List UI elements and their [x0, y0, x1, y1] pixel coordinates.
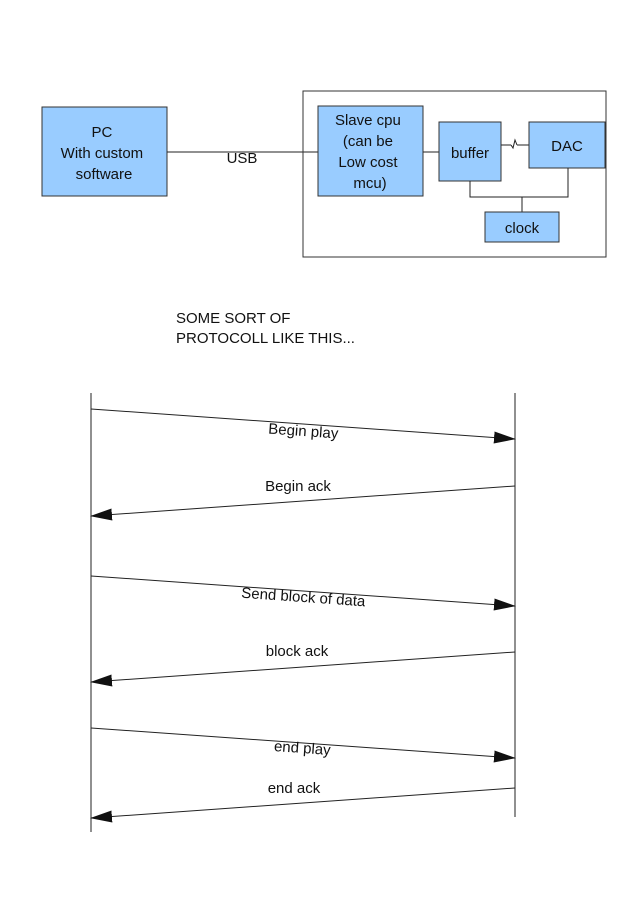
- message-arrow: [90, 485, 516, 521]
- device-enclosure: [302, 90, 607, 258]
- protocol-note-line: PROTOCOLL LIKE THIS...: [176, 330, 355, 347]
- message-label: end ack: [268, 780, 321, 797]
- message-label: Begin play: [268, 421, 340, 443]
- dac-box: [528, 121, 606, 169]
- connection-break-mark: [510, 138, 518, 150]
- message-label: Send block of data: [241, 585, 367, 611]
- slave-cpu-label-line: (can be: [343, 133, 393, 150]
- message-arrow: [90, 787, 516, 823]
- protocol-note: SOME SORT OF PROTOCOLL LIKE THIS...: [176, 310, 355, 347]
- usb-label: USB: [227, 150, 258, 167]
- slave-cpu-label-line: Low cost: [338, 154, 398, 171]
- pc-label-line: software: [76, 166, 133, 183]
- message-label: block ack: [266, 643, 329, 660]
- pc-label: PC With custom software: [61, 124, 148, 183]
- dac-label: DAC: [551, 138, 583, 155]
- slave-cpu-label-line: mcu): [353, 175, 386, 192]
- sequence-diagram: Begin play Begin ack Send block of data …: [90, 393, 516, 832]
- block-diagram: PC With custom software USB Slave cpu (c…: [41, 90, 607, 258]
- clock-box: [484, 211, 560, 243]
- slave-cpu-label-line: Slave cpu: [335, 112, 401, 129]
- clock-wiring: [469, 168, 569, 198]
- message-arrow: [90, 727, 516, 763]
- protocol-note-line: SOME SORT OF: [176, 310, 290, 327]
- pc-label-line: PC: [91, 124, 112, 141]
- message-label: Begin ack: [265, 478, 331, 495]
- message-arrow: [90, 651, 516, 687]
- clock-label: clock: [505, 220, 540, 237]
- buffer-box: [438, 121, 502, 182]
- message-arrow: [90, 575, 516, 611]
- pc-box: [41, 106, 168, 197]
- slave-cpu-label: Slave cpu (can be Low cost mcu): [335, 112, 405, 192]
- message-label: end play: [273, 738, 331, 759]
- slave-cpu-box: [317, 105, 424, 197]
- pc-label-line: With custom: [61, 145, 144, 162]
- buffer-label: buffer: [451, 145, 489, 162]
- message-arrow: [90, 408, 516, 444]
